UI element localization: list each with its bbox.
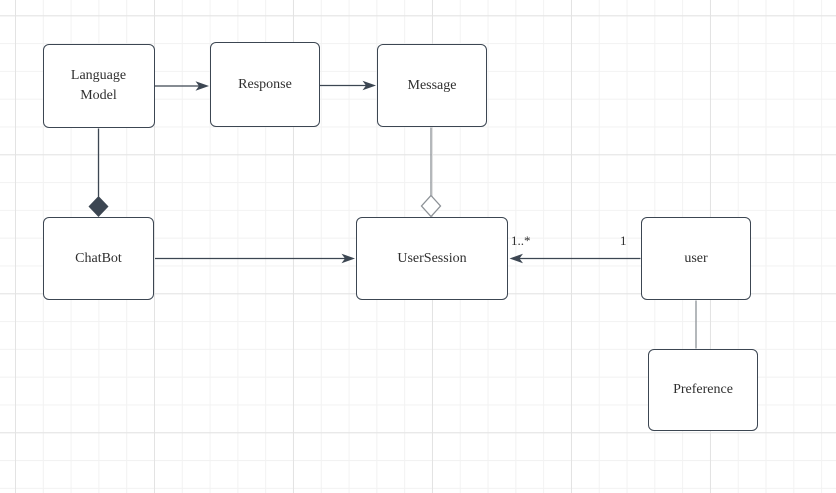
aggregation-diamond-icon (420, 194, 442, 218)
node-label: Language Model (70, 68, 127, 103)
node-label: UserSession (397, 250, 467, 266)
node-message[interactable]: Message (377, 44, 487, 127)
arrowhead-icon (195, 81, 209, 91)
arrowhead-icon (341, 253, 355, 264)
node-usersession[interactable]: UserSession (356, 217, 508, 300)
edge-user-usersession[interactable] (509, 253, 641, 264)
arrowhead-icon (362, 80, 376, 91)
composition-diamond-icon (88, 196, 109, 217)
node-chatbot[interactable]: ChatBot (43, 217, 154, 300)
node-label: Response (238, 76, 292, 92)
arrowhead-icon (509, 253, 523, 264)
edge-chatbot-usersession[interactable] (155, 253, 355, 264)
edge-message-usersession[interactable] (420, 127, 442, 218)
edge-languagemodel-chatbot[interactable] (88, 128, 109, 218)
node-label: Message (407, 77, 457, 93)
node-preference[interactable]: Preference (648, 349, 758, 431)
node-language-model[interactable]: Language Model (42, 44, 155, 128)
node-label: user (684, 250, 708, 266)
edge-languagemodel-response[interactable] (155, 81, 209, 91)
edge-response-message[interactable] (320, 80, 376, 91)
multiplicity-label-target[interactable]: 1..* (511, 233, 531, 248)
multiplicity-label-source[interactable]: 1 (620, 233, 627, 248)
node-label: Preference (673, 382, 733, 398)
node-user[interactable]: user (641, 217, 751, 300)
node-response[interactable]: Response (210, 42, 320, 127)
node-label: ChatBot (75, 250, 122, 266)
